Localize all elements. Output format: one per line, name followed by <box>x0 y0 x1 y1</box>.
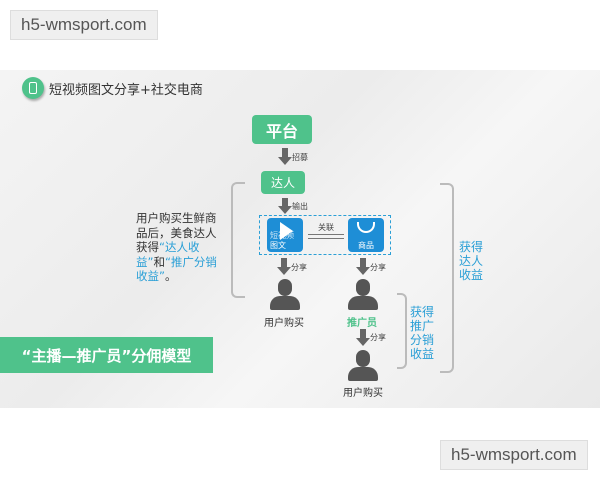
person-icon <box>348 350 378 382</box>
link-label: 关联 <box>318 223 334 232</box>
share-label: 分享 <box>291 263 307 272</box>
share-label: 分享 <box>370 263 386 272</box>
desc-text: 。 <box>164 269 177 283</box>
goods-label: 商品 <box>358 241 374 250</box>
desc-highlight: “推广分销收益” <box>136 254 217 284</box>
arrowhead <box>278 157 292 165</box>
double-arrow-icon <box>308 234 344 239</box>
platform-box: 平台 <box>252 115 312 144</box>
header-title: 短视频图文分享+社交电商 <box>49 83 203 98</box>
output-label: 输出 <box>292 202 308 211</box>
share-label: 分享 <box>370 333 386 342</box>
model-banner: “主播—推广员”分佣模型 <box>0 337 213 373</box>
desc-text: 用户购买生鲜商品后，美食达人获得 <box>136 211 217 254</box>
talent-box: 达人 <box>261 171 305 194</box>
person-icon <box>348 279 378 311</box>
description: 用户购买生鲜商品后，美食达人获得“达人收益”和“推广分销收益”。 <box>136 211 222 284</box>
promo-loop-bracket <box>397 293 407 369</box>
watermark-top: h5-wmsport.com <box>10 10 158 40</box>
talent-loop-bracket <box>440 183 454 373</box>
arrow-recruit <box>282 148 288 157</box>
promo-income-label: 获得推广分销收益 <box>410 305 435 361</box>
arrow-output <box>282 198 288 206</box>
arrowhead <box>356 338 370 346</box>
content-group <box>259 215 391 255</box>
arrow-share-3 <box>360 329 366 338</box>
recruit-label: 招募 <box>292 153 308 162</box>
video-label: 短视频 <box>270 231 294 240</box>
arrowhead <box>356 267 370 275</box>
talent-income-label: 获得达人收益 <box>459 240 484 282</box>
image-text-label: 图文 <box>270 241 286 250</box>
person-icon <box>270 279 300 311</box>
promoter-label: 推广员 <box>347 318 377 329</box>
goods-tile: 商品 <box>348 218 384 252</box>
left-loop-bracket <box>231 182 245 298</box>
arrow-share-1 <box>281 258 287 267</box>
arrowhead <box>278 206 292 214</box>
watermark-bottom: h5-wmsport.com <box>440 440 588 470</box>
play-icon <box>280 222 293 240</box>
shopping-bag-icon <box>357 222 375 233</box>
arrowhead <box>277 267 291 275</box>
phone-icon <box>22 77 44 99</box>
desc-text: 和 <box>153 254 165 269</box>
arrow-share-2 <box>360 258 366 267</box>
video-tile: 短视频 图文 <box>267 218 303 252</box>
desc-highlight: “达人收益” <box>136 240 200 269</box>
user-buy-label: 用户购买 <box>264 318 304 329</box>
user-buy-label: 用户购买 <box>343 388 383 399</box>
